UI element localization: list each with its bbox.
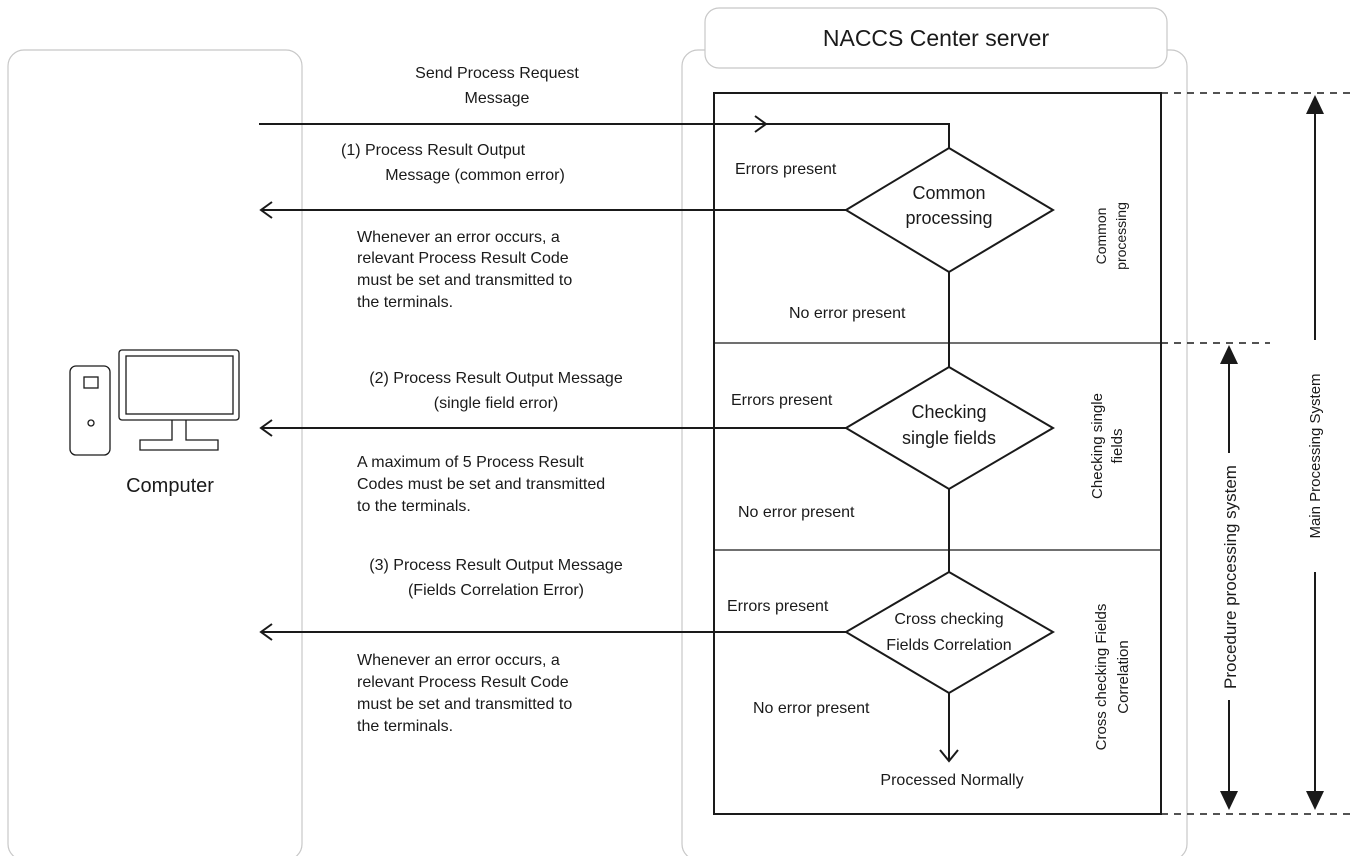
section-label-line: Checking single [1089,393,1106,499]
computer-icon [69,349,240,456]
decision-label: Cross checking [894,611,1003,628]
errors-present-label: Errors present [731,392,833,409]
decision-label: Checking [911,402,986,422]
computer-label: Computer [126,475,214,497]
section-label-correlation: Cross checking Fields Correlation [1093,604,1132,751]
span-arrowhead-up [1306,95,1324,114]
decision-label: processing [905,208,992,228]
main-system-label: Main Processing System [1307,373,1324,538]
note-line: relevant Process Result Code [357,250,569,267]
note-line: the terminals. [357,294,453,311]
error-arrowhead [259,623,273,641]
computer-panel [7,49,303,856]
message-label: (single field error) [434,395,558,412]
error-arrowhead [259,419,273,437]
note-line: relevant Process Result Code [357,674,569,691]
error-arrowhead [259,201,273,219]
request-arrowhead [754,115,768,133]
request-line [259,123,950,148]
processed-arrowhead [939,749,959,763]
procedure-system-text: Procedure processing system [1221,465,1240,689]
decision-label: single fields [902,428,996,448]
procedure-system-label: Procedure processing system [1221,465,1240,689]
processing-box [713,92,1162,815]
main-system-text: Main Processing System [1307,373,1324,538]
message-label: Message (common error) [385,167,565,184]
decision-cross-checking [844,570,1055,695]
section-label-line: processing [1113,202,1129,270]
span-arrowhead-down [1306,791,1324,810]
note-common-error: Whenever an error occurs, a relevant Pro… [357,229,572,311]
server-title-box [704,7,1168,69]
section-label-line: Cross checking Fields [1093,604,1110,751]
request-label-line2: Message [465,90,530,107]
span-arrowhead-up [1220,345,1238,364]
section-label-line: Common [1093,208,1109,265]
note-line: Codes must be set and transmitted [357,476,605,493]
note-line: must be set and transmitted to [357,272,572,289]
message-label: (3) Process Result Output Message [369,557,623,574]
note-line: to the terminals. [357,498,471,515]
decision-checking-single-fields [844,365,1055,491]
decision-common-processing [844,146,1055,274]
section-label-line: Correlation [1115,640,1132,713]
no-error-label: No error present [789,305,906,322]
section-label-single: Checking single fields [1089,393,1126,499]
no-error-label: No error present [753,700,870,717]
span-arrowhead-down [1220,791,1238,810]
decision-label: Fields Correlation [886,637,1011,654]
server-title: NACCS Center server [823,25,1050,51]
note-line: must be set and transmitted to [357,696,572,713]
processed-normally-label: Processed Normally [880,772,1023,789]
section-label-common: Common processing [1093,202,1129,270]
no-error-label: No error present [738,504,855,521]
note-line: Whenever an error occurs, a [357,229,560,246]
note-correlation-error: Whenever an error occurs, a relevant Pro… [357,652,572,735]
message-label: (2) Process Result Output Message [369,370,623,387]
note-line: A maximum of 5 Process Result [357,454,584,471]
decision-label: Common [912,183,985,203]
message-label: (1) Process Result Output [341,142,526,159]
note-line: the terminals. [357,718,453,735]
section-label-line: fields [1109,428,1126,463]
errors-present-label: Errors present [735,161,837,178]
errors-present-label: Errors present [727,598,829,615]
request-label-line1: Send Process Request [415,65,579,82]
note-line: Whenever an error occurs, a [357,652,560,669]
note-single-field-error: A maximum of 5 Process Result Codes must… [357,454,605,515]
message-label: (Fields Correlation Error) [408,582,584,599]
